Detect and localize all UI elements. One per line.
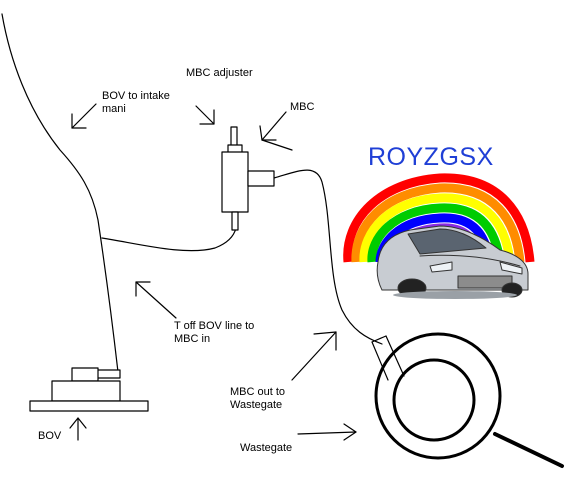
label-mbc-adjuster: MBC adjuster — [186, 67, 253, 79]
mbc-valve — [221, 126, 275, 231]
wastegate-inner-ring — [392, 358, 476, 442]
arrow-bov-head — [69, 417, 87, 429]
car-windshield — [407, 228, 487, 255]
bov-flange — [29, 400, 149, 412]
label-bov-to-intake: BOV to intake mani — [102, 90, 170, 115]
car-front-grille — [457, 275, 513, 289]
arrow-wastegate — [297, 431, 357, 435]
rainbow-band-green — [367, 203, 505, 263]
arrow-mbc-tail — [261, 139, 293, 151]
tee-branch-hose — [101, 227, 237, 252]
car-headlight-right — [499, 261, 523, 275]
rainbow-band-orange — [351, 183, 525, 263]
rainbow-band-yellow — [359, 193, 515, 263]
arrow-t-off-head — [135, 281, 151, 297]
arrow-bov-intake-head — [71, 113, 87, 129]
bov-valve — [29, 367, 149, 412]
wastegate-nipple-b — [385, 335, 405, 377]
car-illustration — [376, 225, 529, 299]
arrow-wastegate-head — [343, 423, 357, 441]
wastegate-nipple-cap — [371, 335, 387, 343]
arrow-mbc-adjuster-head — [199, 109, 215, 125]
bov-intake-hose — [1, 13, 119, 373]
arrow-mbc — [261, 111, 287, 141]
label-mbc: MBC — [290, 101, 315, 113]
car-hood-line — [419, 254, 521, 267]
bov-top — [71, 367, 99, 382]
label-t-off-bov: T off BOV line to MBC in — [174, 320, 255, 345]
arrow-mbc-adjuster — [195, 105, 215, 125]
car-shadow — [393, 291, 517, 299]
label-bov: BOV — [38, 430, 62, 442]
rainbow-band-red — [343, 173, 535, 263]
bov-nipple — [95, 369, 121, 379]
wastegate-outer-ring — [374, 332, 502, 460]
arrow-mbc-out-head — [313, 331, 337, 351]
wastegate-nipple-a — [371, 341, 389, 381]
mbc-body — [221, 151, 249, 213]
arrow-t-off — [135, 281, 177, 319]
car-headlight-left — [429, 261, 453, 273]
label-wastegate: Wastegate — [240, 442, 293, 454]
bov-body — [51, 380, 121, 402]
wastegate-actuator — [371, 332, 564, 468]
wastegate-arm — [493, 432, 564, 468]
pointer-arrows — [69, 103, 357, 441]
label-mbc-out: MBC out to Wastegate — [230, 386, 286, 411]
brand-title: ROYZGSX — [368, 143, 494, 171]
mbc-outlet-hose — [273, 169, 383, 345]
arrow-bov-intake — [71, 103, 97, 129]
mbc-outlet-port — [247, 170, 275, 187]
arrow-mbc-out — [291, 331, 337, 381]
mbc-inlet-port — [231, 211, 239, 231]
mbc-adjuster-knob — [230, 126, 238, 148]
